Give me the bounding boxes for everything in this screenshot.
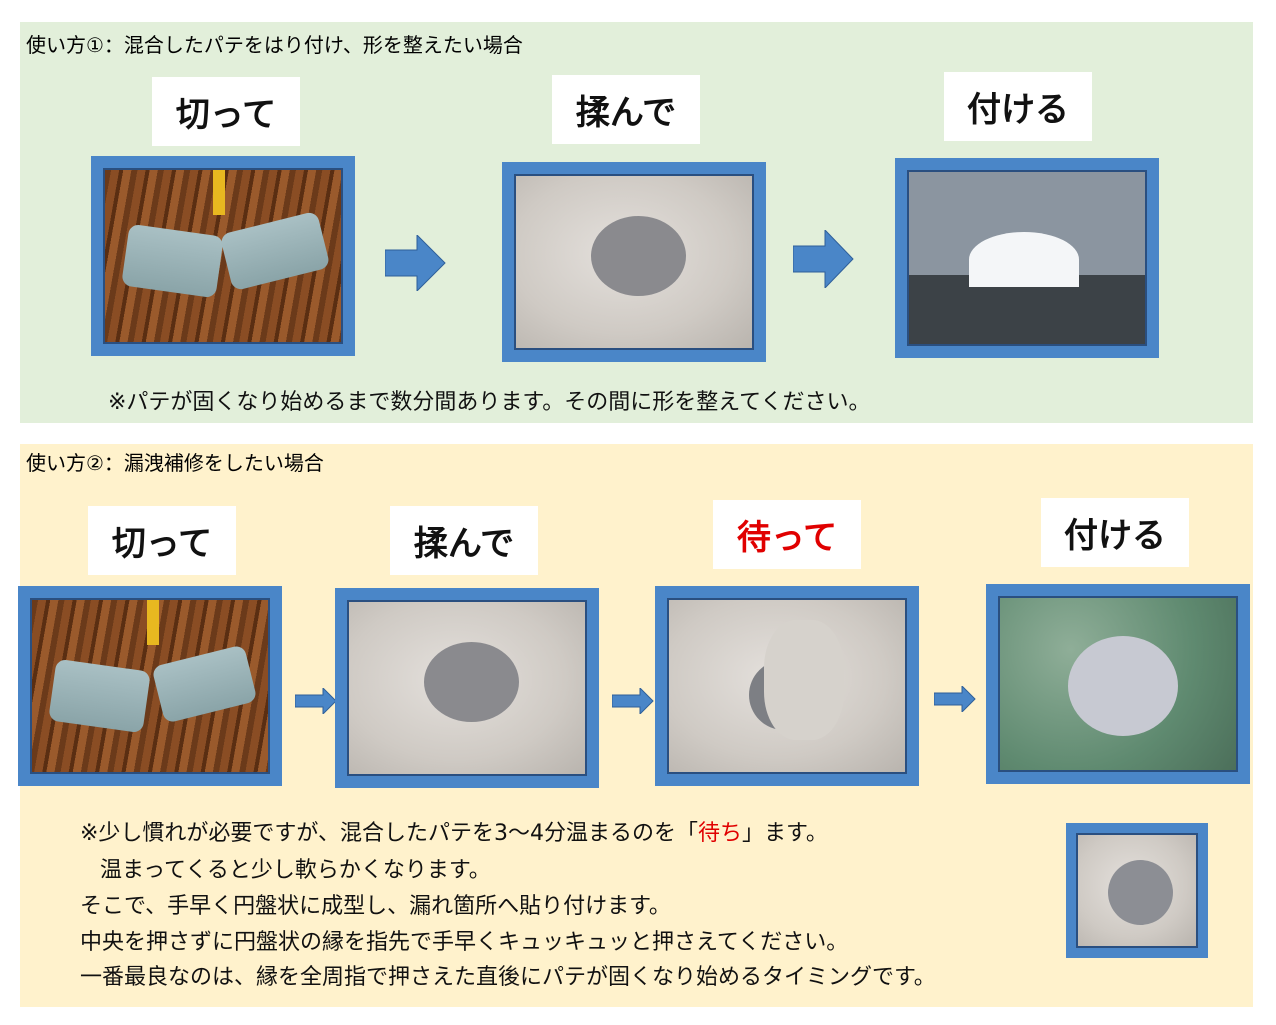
step-label-apply: 付ける xyxy=(944,72,1092,141)
section2-note-line5: 一番最良なのは、縁を全周指で押さえた直後にパテが固くなり始めるタイミングです。 xyxy=(80,965,936,990)
arrow-right-icon xyxy=(295,688,337,714)
note-text: ※少し慣れが必要ですが、混合したパテを3～4分温まるのを「 xyxy=(80,821,698,846)
section2-title: 使い方②：漏洩補修をしたい場合 xyxy=(26,451,324,475)
section1-note: ※パテが固くなり始めるまで数分間あります。その間に形を整えてください。 xyxy=(108,390,871,415)
arrow-right-icon xyxy=(385,235,446,291)
step-label-cut: 切って xyxy=(152,77,300,146)
photo-knead xyxy=(335,588,599,788)
section1-title: 使い方①：混合したパテをはり付け、形を整えたい場合 xyxy=(26,33,523,57)
photo-apply xyxy=(895,158,1159,358)
step-label-knead: 揉んで xyxy=(552,75,700,144)
section2-note-line4: 中央を押さずに円盤状の縁を指先で手早くキュッキュッと押さえてください。 xyxy=(80,930,849,955)
photo-knead xyxy=(502,162,766,362)
note-emphasis-wait: 待ち xyxy=(698,821,743,846)
photo-cut xyxy=(18,586,282,786)
section2-note-line2: 温まってくると少し軟らかくなります。 xyxy=(100,858,491,883)
section2-note-line3: そこで、手早く円盤状に成型し、漏れ箇所へ貼り付けます。 xyxy=(80,894,671,919)
step-label-knead: 揉んで xyxy=(390,506,538,575)
step-label-apply: 付ける xyxy=(1041,498,1189,567)
step-label-cut: 切って xyxy=(88,506,236,575)
arrow-right-icon xyxy=(612,688,654,714)
note-text: 」ます。 xyxy=(742,821,828,846)
arrow-right-icon xyxy=(793,230,854,288)
step-label-wait: 待って xyxy=(713,500,861,569)
section2-note-line1: ※少し慣れが必要ですが、混合したパテを3～4分温まるのを「待ち」ます。 xyxy=(80,815,828,847)
photo-cut xyxy=(91,156,355,356)
photo-applied-disc xyxy=(986,584,1250,784)
photo-disc-in-hand xyxy=(1066,823,1208,958)
arrow-right-icon xyxy=(934,686,976,712)
photo-wait xyxy=(655,586,919,786)
